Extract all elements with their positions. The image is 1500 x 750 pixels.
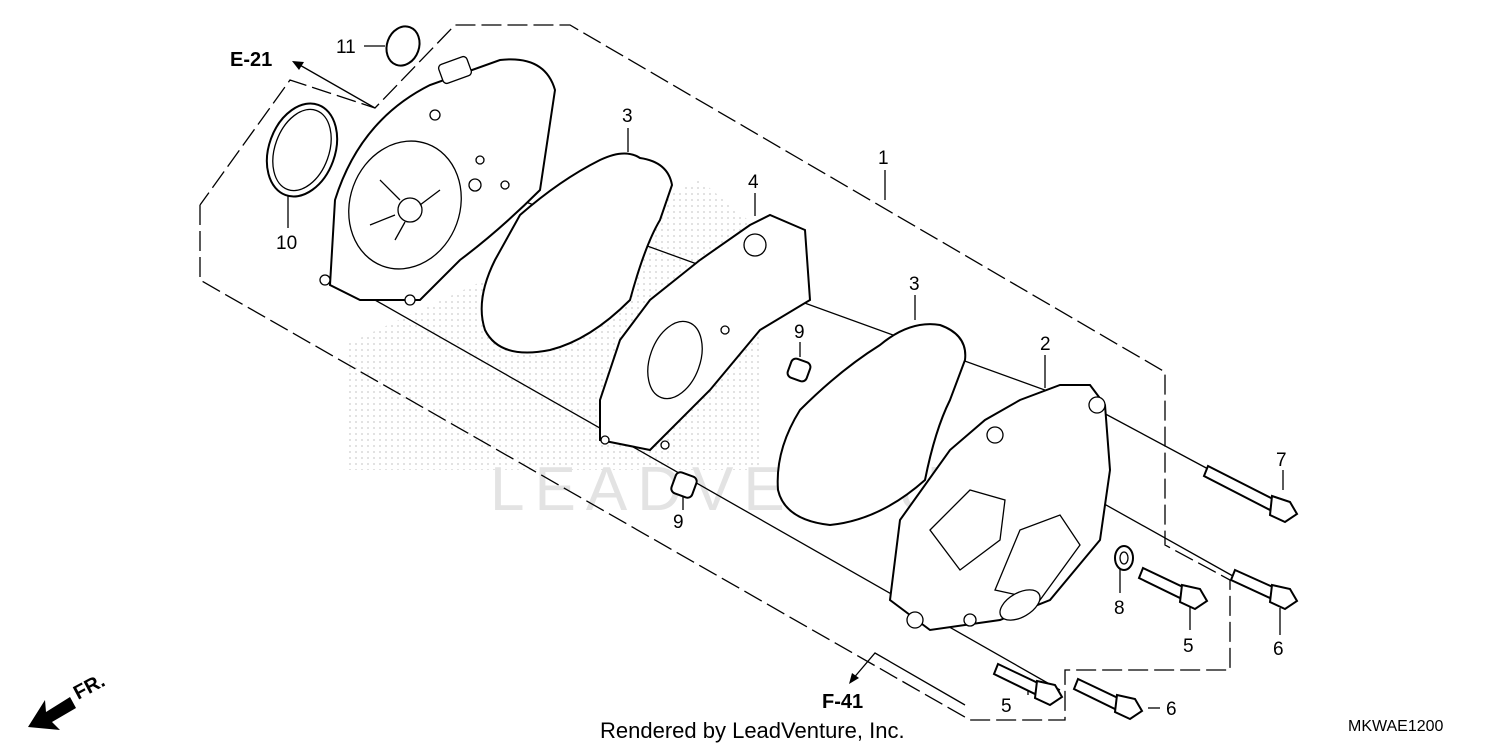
callout-3-left: 3 [622,106,633,127]
callout-6-upper: 6 [1273,639,1284,660]
dowel-pin-9-upper [786,357,812,383]
callout-5-upper: 5 [1183,636,1194,657]
callout-9-upper: 9 [794,322,805,343]
callout-11: 11 [336,37,356,58]
render-credit: Rendered by LeadVenture, Inc. [600,718,905,743]
ref-e21[interactable]: E-21 [230,49,376,109]
bolt-6-lower [1072,677,1144,721]
diagram-code: MKWAE1200 [1348,718,1444,735]
o-ring-11 [385,25,421,67]
plate-4 [599,213,812,452]
callout-3-right: 3 [909,274,920,295]
gasket-3-right [776,323,967,527]
callout-8: 8 [1114,598,1125,619]
dowel-pin-9-lower [670,471,698,499]
ref-e21-arrow-icon [292,61,304,70]
ref-f41[interactable]: F-41 [822,652,966,713]
assembly-boundary [199,24,1231,721]
bolt-5-lower [992,662,1064,707]
bolt-6-upper [1229,568,1299,611]
front-label: FR. [70,670,109,705]
callout-9-lower: 9 [673,512,684,533]
callout-10: 10 [276,233,297,254]
bolt-7 [1202,464,1299,524]
o-ring-10-inner [272,108,332,192]
ref-f41-arrow-icon [849,673,859,684]
callout-7: 7 [1276,450,1287,471]
callout-4: 4 [748,172,759,193]
front-arrow-icon [28,697,76,730]
pump-cover-2 [888,384,1112,632]
ref-e21-label: E-21 [230,49,272,71]
callout-5-lower: 5 [1001,696,1012,717]
gasket-3-left [480,152,674,354]
ref-f41-label: F-41 [822,691,863,713]
callout-2: 2 [1040,334,1051,355]
callout-6-lower: 6 [1166,699,1177,720]
callout-1: 1 [878,148,889,169]
water-pump-body [319,55,557,306]
front-direction-indicator: FR. [28,670,109,730]
washer-8 [1114,545,1134,571]
bolt-5-upper [1137,566,1209,611]
